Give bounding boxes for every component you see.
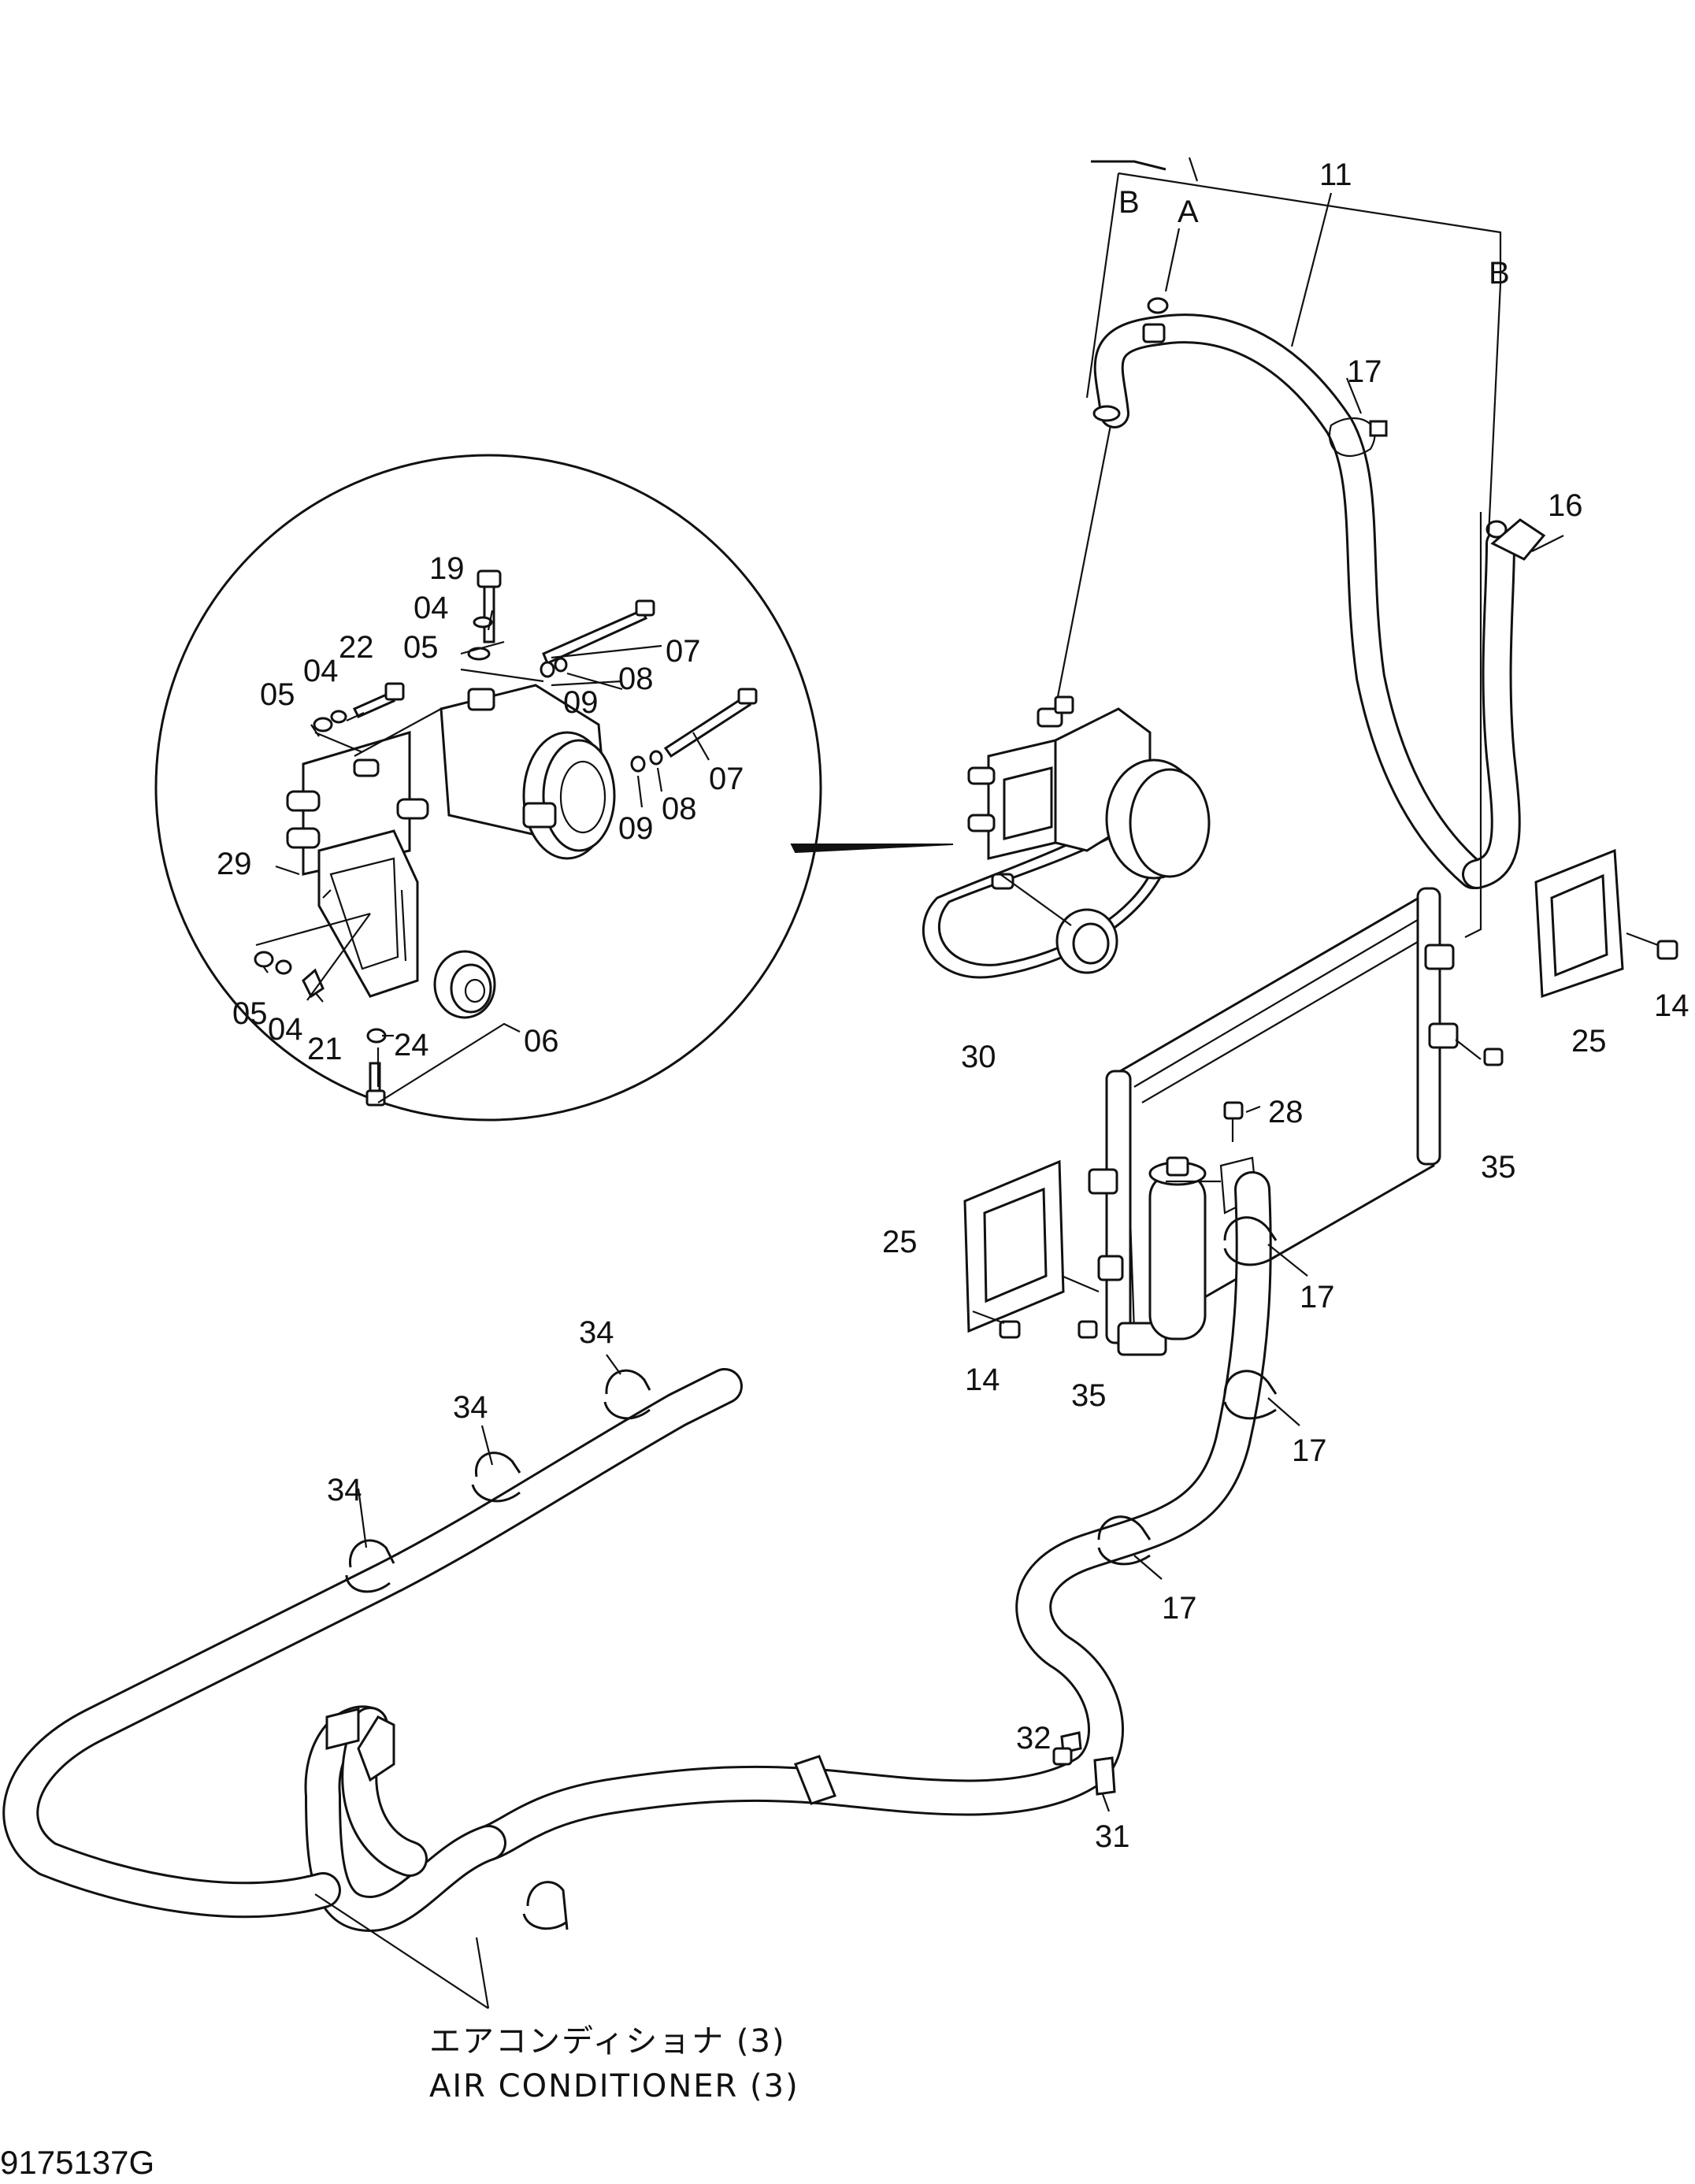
- reference-lines: [1054, 157, 1564, 938]
- label-35-left: 35: [1071, 1378, 1107, 1413]
- label-30: 30: [961, 1040, 996, 1074]
- label-17-top: 17: [1347, 354, 1382, 389]
- lower-hose: [2, 1171, 1308, 2009]
- caption-english: AIR CONDITIONER (3): [429, 2068, 799, 2104]
- label-A: A: [1178, 195, 1199, 229]
- label-06: 06: [524, 1024, 559, 1059]
- label-04-a: 04: [414, 591, 449, 625]
- label-14-left: 14: [965, 1363, 1000, 1397]
- label-16: 16: [1548, 488, 1583, 523]
- hose-11: [1091, 160, 1546, 889]
- label-24: 24: [394, 1028, 429, 1062]
- label-B-left: B: [1118, 185, 1140, 220]
- label-08-a: 08: [618, 662, 654, 696]
- label-21: 21: [307, 1032, 343, 1066]
- label-05-c: 05: [232, 996, 268, 1031]
- label-34-c: 34: [327, 1473, 362, 1507]
- label-34-b: 34: [453, 1390, 488, 1425]
- label-32: 32: [1016, 1721, 1051, 1756]
- label-09-a: 09: [563, 685, 599, 720]
- detail-arrow: [790, 844, 954, 854]
- label-07-a: 07: [666, 634, 701, 669]
- compressor-detail-view: [154, 454, 822, 1122]
- label-22: 22: [339, 630, 374, 665]
- label-28: 28: [1268, 1095, 1304, 1129]
- label-04-b: 04: [303, 654, 339, 688]
- label-17-d: 17: [1162, 1591, 1197, 1626]
- label-09-b: 09: [618, 811, 654, 846]
- label-19: 19: [429, 551, 465, 586]
- label-07-b: 07: [709, 762, 744, 796]
- label-25-left: 25: [882, 1225, 918, 1259]
- label-05-b: 05: [260, 677, 295, 712]
- label-31: 31: [1095, 1819, 1130, 1854]
- label-08-b: 08: [662, 792, 697, 826]
- label-17-c: 17: [1292, 1433, 1327, 1468]
- label-25-right: 25: [1571, 1024, 1607, 1059]
- label-11: 11: [1319, 158, 1352, 192]
- drawing-number: 9175137G: [0, 2144, 154, 2181]
- label-35-right: 35: [1481, 1150, 1516, 1185]
- label-29: 29: [217, 847, 252, 881]
- caption-japanese: エアコンディショナ (3): [429, 2023, 786, 2060]
- label-B-right: B: [1489, 256, 1510, 291]
- label-34-a: 34: [579, 1315, 614, 1350]
- label-04-c: 04: [268, 1012, 303, 1047]
- condenser: [963, 848, 1678, 1356]
- callouts: B A 11 B 17 16 19 04 05 07 08 09 22 04 0…: [217, 158, 1689, 1854]
- label-17-b: 17: [1300, 1280, 1335, 1314]
- label-05-a: 05: [403, 630, 439, 665]
- compressor-assembly: [922, 695, 1211, 979]
- label-14-right: 14: [1654, 988, 1689, 1023]
